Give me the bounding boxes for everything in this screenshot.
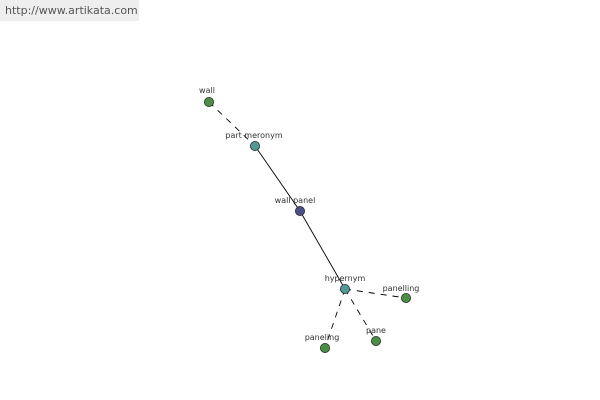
node-wall[interactable]: wall — [199, 86, 215, 108]
node-label-wall-panel: wall panel — [275, 196, 316, 205]
edge-hypernym-to-pane — [344, 288, 377, 342]
node-panelling[interactable]: panelling — [383, 284, 420, 303]
node-marker-panelling[interactable] — [400, 292, 411, 303]
node-label-panelling: panelling — [383, 284, 420, 293]
node-label-hypernym: hypernym — [325, 274, 366, 283]
node-label-pane: pane — [366, 326, 386, 335]
node-paneling[interactable]: paneling — [305, 333, 340, 353]
edge-hypernym-to-paneling — [324, 288, 346, 349]
edge-wall-panel-to-hypernym — [299, 210, 346, 290]
node-marker-hypernym[interactable] — [339, 283, 350, 294]
node-label-part-meronym: part meronym — [225, 131, 282, 140]
node-pane[interactable]: pane — [366, 326, 386, 346]
edge-wall-to-part-meronym — [208, 101, 256, 147]
edges-layer — [208, 101, 407, 349]
node-label-paneling: paneling — [305, 333, 340, 342]
node-marker-part-meronym[interactable] — [249, 140, 260, 151]
node-marker-wall-panel[interactable] — [294, 205, 305, 216]
node-wall-panel[interactable]: wall panel — [275, 196, 316, 216]
url-link[interactable]: http://www.artikata.com — [5, 4, 138, 17]
node-marker-pane[interactable] — [370, 335, 381, 346]
node-marker-paneling[interactable] — [319, 342, 330, 353]
node-label-wall: wall — [199, 86, 215, 95]
nodes-layer: wall part meronym wall panel hypernym panell… — [199, 86, 419, 353]
edge-hypernym-to-panelling — [344, 288, 407, 299]
node-part-meronym[interactable]: part meronym — [225, 131, 283, 151]
edge-part-meronym-to-wall-panel — [254, 145, 301, 212]
url-bar: http://www.artikata.com — [0, 0, 139, 21]
node-marker-wall[interactable] — [203, 97, 214, 108]
node-hypernym[interactable]: hypernym — [325, 274, 366, 294]
